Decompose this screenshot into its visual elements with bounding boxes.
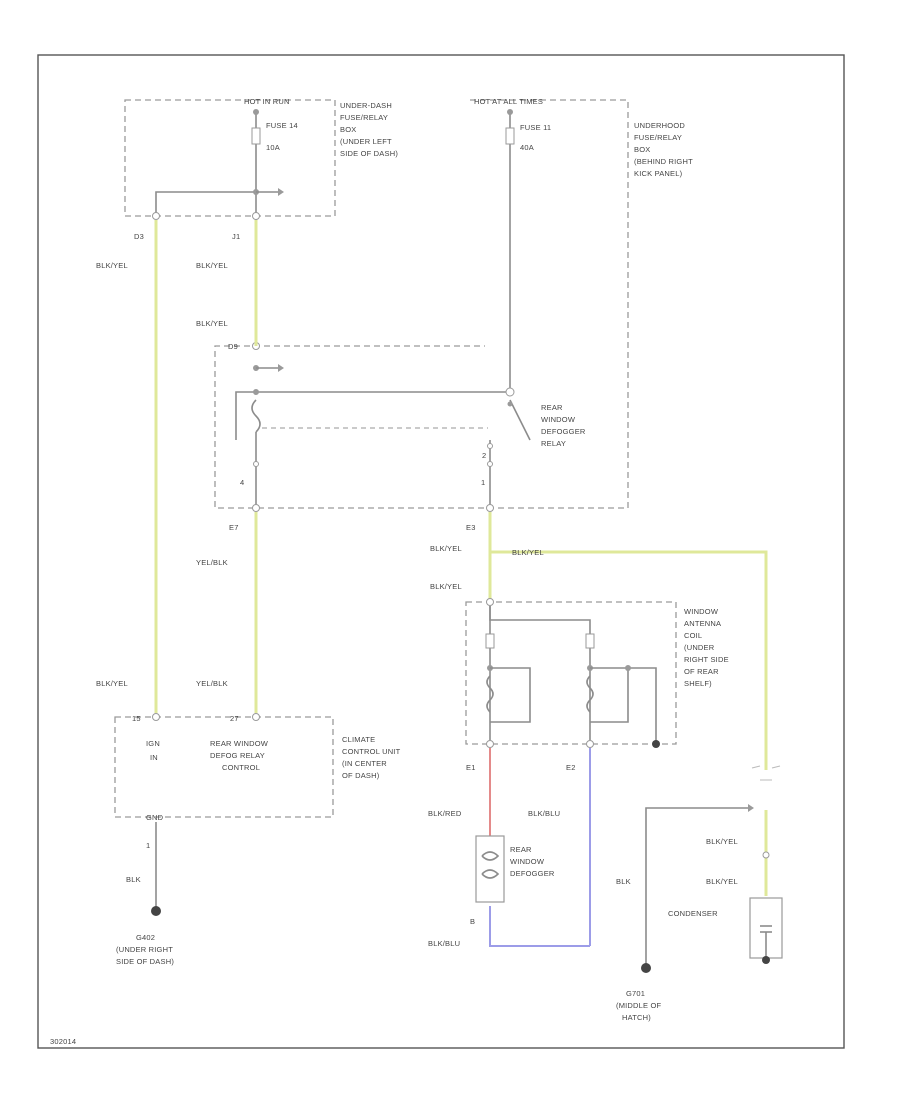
climate-gnd-pin-number: 1 [146, 841, 150, 850]
wire-label-coil-blk-yel: BLK/YEL [430, 582, 462, 591]
defogger-name-3: DEFOGGER [510, 869, 555, 878]
ground-g701-name: G701 [626, 989, 645, 998]
relay-name-4: RELAY [541, 439, 566, 448]
coil-name-3: COIL [684, 631, 702, 640]
pin-j1: J1 [232, 232, 240, 241]
fuse-box-left-location-1: UNDER-DASH [340, 101, 392, 110]
relay-name-1: REAR [541, 403, 563, 412]
fuse-box-right-power-label: HOT AT ALL TIMES [474, 97, 543, 106]
defogger-relay: D9 REAR WINDOW DEFOGGER RELAY 4 1 2 E7 E… [228, 342, 586, 532]
coil-pin-e2: E2 [566, 763, 576, 772]
coil-name-7: SHELF) [684, 679, 712, 688]
fuse-11-symbol [505, 127, 515, 145]
fuse-box-right-location-2: FUSE/RELAY [634, 133, 682, 142]
coil-name-4: (UNDER [684, 643, 715, 652]
fuse-box-left: HOT IN RUN FUSE 14 10A UNDER-DASH FUSE/R… [124, 97, 398, 245]
fuse-box-left-location-5: SIDE OF DASH) [340, 149, 398, 158]
climate-pin-gnd: GND [146, 813, 164, 822]
climate-unit-name-4: OF DASH) [342, 771, 380, 780]
fuse-box-right: HOT AT ALL TIMES FUSE 11 40A UNDERHOOD F… [214, 97, 693, 509]
wire-label-g701-blk: BLK [616, 877, 631, 886]
relay-pin-2: 2 [482, 451, 486, 460]
ground-g402-name: G402 [136, 933, 155, 942]
condenser-name: CONDENSER [668, 909, 718, 918]
climate-ign-label: IGN [146, 739, 160, 748]
climate-control-label-2: DEFOG RELAY [210, 751, 265, 760]
coil-pin-e1: E1 [466, 763, 476, 772]
wire-label-condenser-top-blk-yel: BLK/YEL [706, 837, 738, 846]
diagram-frame [37, 54, 845, 1049]
left-wiring: BLK/YEL BLK/YEL BLK/YEL YEL/BLK BLK/YEL … [96, 220, 258, 713]
fuse-box-right-location-3: BOX [634, 145, 650, 154]
wire-label-e1-blk-red: BLK/RED [428, 809, 462, 818]
fuse-14-name: FUSE 14 [266, 121, 298, 130]
ground-g701-symbol [641, 963, 651, 973]
climate-control-label-1: REAR WINDOW [210, 739, 269, 748]
climate-ign-sub: IN [150, 753, 158, 762]
relay-pin-4: 4 [240, 478, 244, 487]
fuse-14-symbol [251, 127, 261, 145]
wire-label-e7-yel-blk: YEL/BLK [196, 558, 228, 567]
window-antenna-coil: WINDOW ANTENNA COIL (UNDER RIGHT SIDE OF… [465, 598, 729, 772]
defogger-name-1: REAR [510, 845, 532, 854]
wire-label-gnd-blk: BLK [126, 875, 141, 884]
coil-name-1: WINDOW [684, 607, 719, 616]
fuse-box-right-location-4: (BEHIND RIGHT [634, 157, 693, 166]
coil-name-2: ANTENNA [684, 619, 721, 628]
pin-e7: E7 [229, 523, 239, 532]
fuse-11-rating: 40A [520, 143, 534, 152]
pin-d9: D9 [228, 342, 238, 351]
footer-code: 302014 [50, 1037, 76, 1046]
defogger-pin-b: B [470, 917, 475, 926]
climate-control-unit: 15 27 IGN IN REAR WINDOW DEFOG RELAY CON… [114, 713, 401, 966]
climate-unit-name-2: CONTROL UNIT [342, 747, 401, 756]
fuse-box-left-power-label: HOT IN RUN [244, 97, 290, 106]
pin-e3: E3 [466, 523, 476, 532]
condenser-and-ground: BLK G701 (MIDDLE OF HATCH) BLK/YEL BLK/Y… [616, 804, 783, 1022]
wire-label-27-yel-blk: YEL/BLK [196, 679, 228, 688]
fuse-14-rating: 10A [266, 143, 280, 152]
defogger-name-2: WINDOW [510, 857, 545, 866]
wire-label-e2-blk-blu: BLK/BLU [528, 809, 560, 818]
wire-label-condenser-blk-yel: BLK/YEL [706, 877, 738, 886]
ground-g701-location-1: (MIDDLE OF [616, 1001, 662, 1010]
ground-g402-location-2: SIDE OF DASH) [116, 957, 174, 966]
fuse-box-left-location-3: BOX [340, 125, 356, 134]
wire-label-e3-blk-yel: BLK/YEL [430, 544, 462, 553]
wire-label-15-blk-yel: BLK/YEL [96, 679, 128, 688]
climate-pin-27: 27 [230, 714, 239, 723]
pin-d3: D3 [134, 232, 144, 241]
ground-g701-location-2: HATCH) [622, 1013, 651, 1022]
fuse-box-left-location-4: (UNDER LEFT [340, 137, 392, 146]
fuse-box-right-location-1: UNDERHOOD [634, 121, 685, 130]
coil-name-6: OF REAR [684, 667, 719, 676]
coil-name-5: RIGHT SIDE [684, 655, 729, 664]
wire-label-condenser-blk-yel: BLK/YEL [512, 548, 544, 557]
fuse-box-right-location-5: KICK PANEL) [634, 169, 683, 178]
climate-unit-name-3: (IN CENTER [342, 759, 387, 768]
ground-g402-symbol [151, 906, 161, 916]
climate-pin-15: 15 [132, 714, 141, 723]
relay-name-3: DEFOGGER [541, 427, 586, 436]
wire-label-d9-blk-yel: BLK/YEL [196, 319, 228, 328]
fuse-11-name: FUSE 11 [520, 123, 551, 132]
rear-window-defogger: BLK/RED BLK/BLU BLK/BLU REAR WINDOW DEFO… [428, 748, 591, 948]
wire-label-d3-blk-yel: BLK/YEL [96, 261, 128, 270]
relay-pin-1: 1 [481, 478, 485, 487]
wire-label-defogger-blk-blu: BLK/BLU [428, 939, 460, 948]
fuse-box-left-location-2: FUSE/RELAY [340, 113, 388, 122]
climate-control-label-3: CONTROL [222, 763, 260, 772]
ground-g402-location-1: (UNDER RIGHT [116, 945, 173, 954]
climate-unit-name-1: CLIMATE [342, 735, 375, 744]
relay-name-2: WINDOW [541, 415, 576, 424]
wire-label-j1-blk-yel: BLK/YEL [196, 261, 228, 270]
